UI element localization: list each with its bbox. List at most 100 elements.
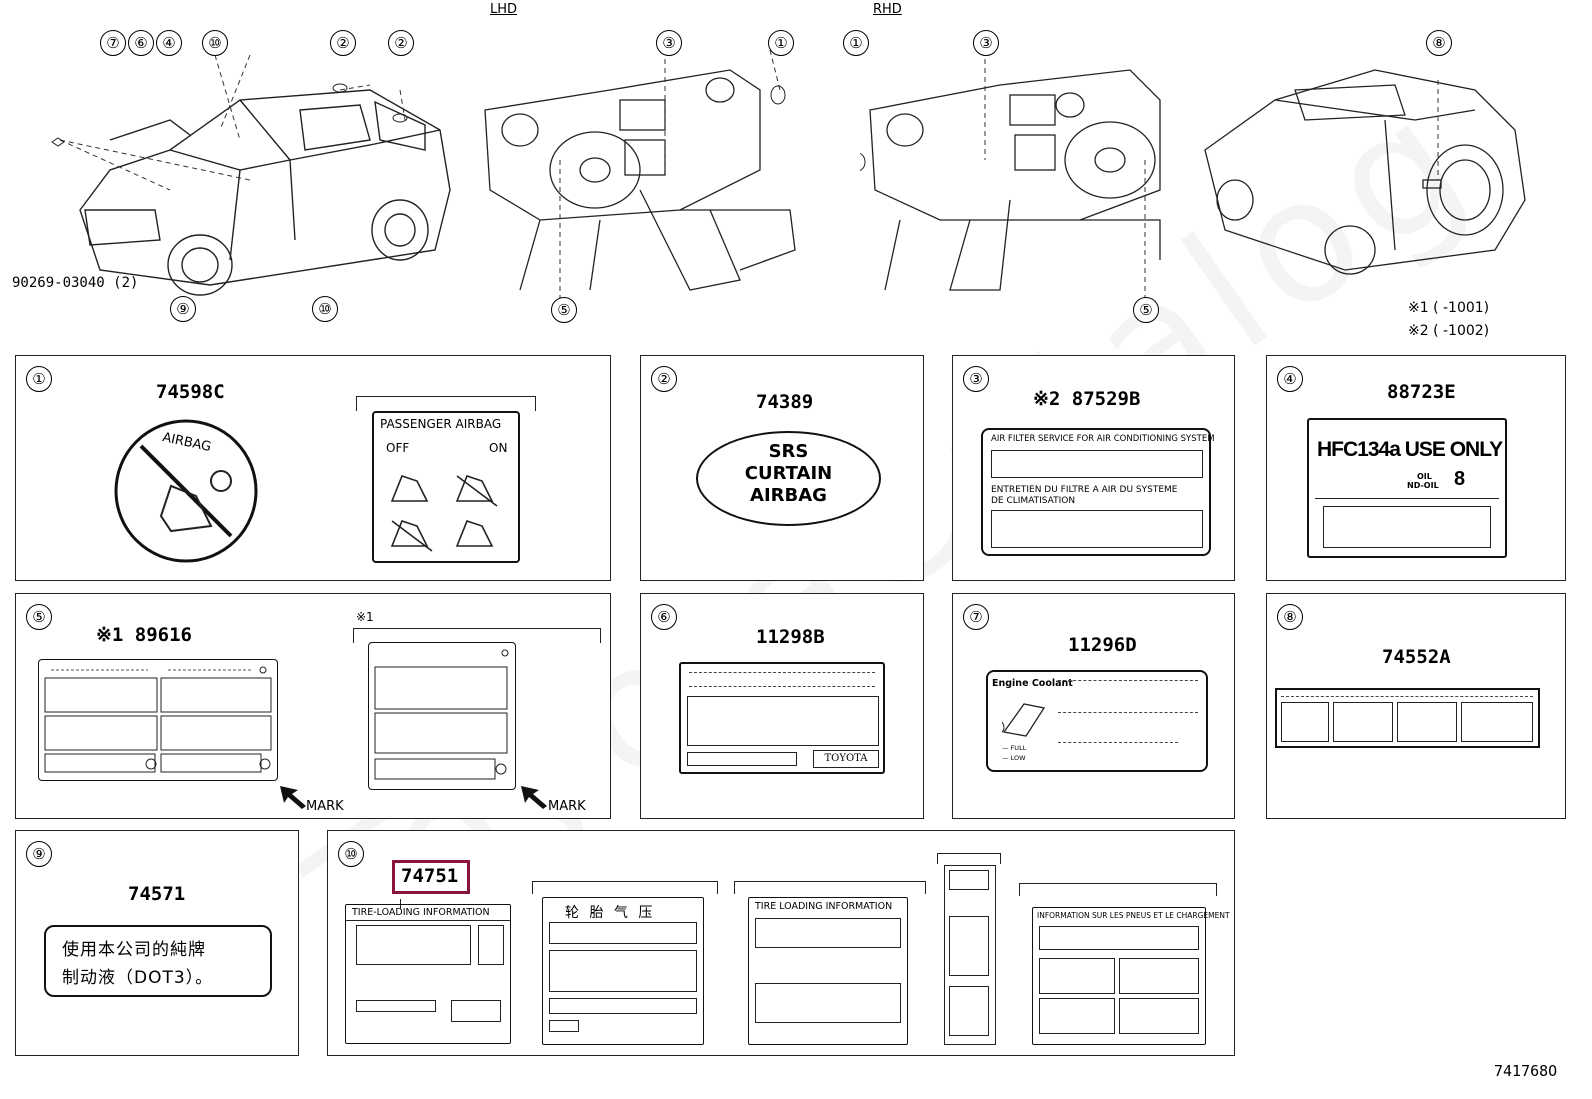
callout-2a: ②: [330, 30, 356, 56]
bracket: [1019, 883, 1217, 896]
bracket: [356, 396, 536, 411]
low-text: — LOW: [1002, 754, 1026, 762]
field-box: [1119, 998, 1199, 1034]
callout-rhd-5: ⑤: [1133, 297, 1159, 323]
tire-info-text-2: TIRE LOADING INFORMATION: [755, 901, 893, 912]
callout-7: ⑦: [100, 30, 126, 56]
field-box: [991, 450, 1203, 478]
callout-2b: ②: [388, 30, 414, 56]
field-box: [991, 510, 1203, 548]
mark-label-2: MARK: [548, 799, 586, 814]
hfc134a-label: HFC134a USE ONLY OIL ND-OIL 8: [1307, 418, 1507, 558]
part-number-89616: ※1 89616: [96, 624, 192, 646]
srs-curtain-airbag-label: SRS CURTAIN AIRBAG: [696, 431, 881, 526]
pab-title: PASSENGER AIRBAG: [380, 417, 502, 431]
part-number-74571: 74571: [128, 883, 186, 905]
panel-7: ⑦ 11296D Engine Coolant — FULL — LOW: [952, 593, 1235, 819]
rhd-label: RHD: [873, 2, 902, 17]
srs-line-3: AIRBAG: [750, 485, 827, 506]
tire-info-text: TIRE-LOADING INFORMATION: [352, 907, 490, 918]
air-filter-text-fr-1: ENTRETIEN DU FILTRE A AIR DU SYSTEME: [991, 485, 1178, 495]
field-box: [755, 983, 901, 1023]
panel-number: ⑦: [963, 604, 989, 630]
panel-4: ④ 88723E HFC134a USE ONLY OIL ND-OIL 8: [1266, 355, 1566, 581]
field-box: [549, 922, 697, 944]
dash-line: [1058, 742, 1178, 743]
brake-fluid-label: 使用本公司的純牌 制动液（DOT3）。: [44, 925, 272, 997]
bracket: [532, 881, 718, 894]
field-box: [1397, 702, 1457, 742]
panel-number: ⑧: [1277, 604, 1303, 630]
dash-line: [1058, 712, 1198, 713]
callout-4: ④: [156, 30, 182, 56]
field-box: [1281, 702, 1329, 742]
tire-pressure-label-cn: 轮 胎 气 压: [542, 897, 704, 1045]
divider: [1315, 498, 1499, 500]
field-box: [687, 752, 797, 766]
nd-oil-text: ND-OIL: [1407, 481, 1439, 490]
callout-10: ⑩: [202, 30, 228, 56]
field-box: [478, 925, 504, 965]
airbag-warning-icon: AIRBAG: [114, 419, 258, 563]
oil-text: OIL: [1417, 472, 1432, 481]
lhd-dashboard-illustration: [484, 50, 796, 300]
panel-10: ⑩ 74751 TIRE-LOADING INFORMATION 轮 胎 气 压…: [327, 830, 1235, 1056]
note-1: ※1 ( -1001): [1408, 300, 1490, 316]
panel-number: ⑥: [651, 604, 677, 630]
part-number-74389: 74389: [756, 391, 814, 413]
callout-lhd-1: ①: [768, 30, 794, 56]
field-box: [549, 1020, 579, 1032]
field-box: [1323, 506, 1491, 548]
car-rear-illustration: [1204, 69, 1526, 275]
panel-number: ⑤: [26, 604, 52, 630]
selected-part-highlight[interactable]: [392, 860, 470, 894]
diagram-code: 741768O: [1494, 1062, 1558, 1080]
tire-pressure-cn-title: 轮 胎 气 压: [565, 905, 656, 921]
field-box: [687, 696, 879, 746]
callout-rhd-3: ③: [973, 30, 999, 56]
tire-label-narrow: [944, 865, 996, 1045]
part-number-11296d: 11296D: [1068, 634, 1137, 656]
field-box: [1039, 926, 1199, 950]
note-ref: ※1: [356, 610, 374, 624]
emission-label: TOYOTA: [679, 662, 885, 774]
field-box: [356, 925, 471, 965]
field-box: [1119, 958, 1199, 994]
field-box: [1461, 702, 1533, 742]
part-number-74552a: 74552A: [1382, 646, 1451, 668]
part-number-74751[interactable]: 74751: [401, 865, 459, 887]
tire-info-label-fr: INFORMATION SUR LES PNEUS ET LE CHARGEME…: [1032, 907, 1230, 1045]
full-text: — FULL: [1002, 744, 1027, 752]
tire-loading-label-2: TIRE LOADING INFORMATION: [748, 897, 908, 1045]
brake-fluid-text-1: 使用本公司的純牌: [62, 940, 206, 960]
mark-label-1: MARK: [306, 799, 344, 814]
panel-3: ③ ※2 87529B AIR FILTER SERVICE FOR AIR C…: [952, 355, 1235, 581]
seat-icons: [390, 475, 498, 552]
engine-coolant-text: Engine Coolant: [992, 678, 1073, 689]
panel-number: ②: [651, 366, 677, 392]
bracket: [353, 628, 601, 643]
field-box: [1333, 702, 1393, 742]
air-filter-text-en: AIR FILTER SERVICE FOR AIR CONDITIONING …: [991, 434, 1215, 444]
panel-9: ⑨ 74571 使用本公司的純牌 制动液（DOT3）。: [15, 830, 299, 1056]
bracket: [734, 881, 926, 894]
callout-10b: ⑩: [312, 296, 338, 322]
dash-line: [1058, 680, 1198, 681]
callout-lhd-5: ⑤: [551, 297, 577, 323]
tire-info-fr-text: INFORMATION SUR LES PNEUS ET LE CHARGEME…: [1037, 911, 1230, 920]
panel-2: ② 74389 SRS CURTAIN AIRBAG: [640, 355, 924, 581]
tire-pressure-label: [1275, 688, 1540, 748]
passenger-airbag-label: PASSENGER AIRBAG OFF ON: [372, 411, 520, 563]
tire-loading-label-1: TIRE-LOADING INFORMATION: [345, 904, 511, 1044]
callout-6: ⑥: [128, 30, 154, 56]
clip-part-number: 90269-03040 (2): [12, 275, 139, 291]
panel-1: ① 74598C AIRBAG PASSENGER AIRBAG OFF ON: [15, 355, 611, 581]
air-filter-text-fr-2: DE CLIMATISATION: [991, 496, 1076, 506]
field-box: [1039, 958, 1115, 994]
sunvisor-label-1: [38, 659, 278, 781]
panel-5: ⑤ ※1 89616 ※1 MARK MARK: [15, 593, 611, 819]
field-box: [949, 916, 989, 976]
panel-number: ③: [963, 366, 989, 392]
sunvisor-label-2-graphic: [374, 649, 509, 780]
field-box: [549, 998, 697, 1014]
